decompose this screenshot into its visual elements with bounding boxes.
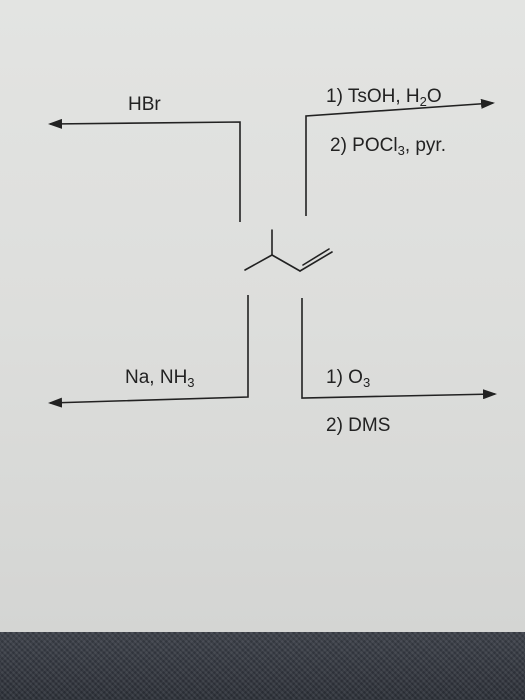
reaction-diagram: [48, 98, 497, 408]
arrow-hbr: [48, 118, 241, 222]
arrow-tsoh-pocl3: [305, 98, 495, 216]
paper-sheet: [0, 0, 525, 632]
reagent-ozone-label: 1) O3: [326, 367, 371, 390]
reagent-pocl3-label: 2) POCl3, pyr.: [330, 135, 446, 158]
reagent-dms-label: 2) DMS: [326, 415, 391, 436]
reagent-hbr-label: HBr: [128, 94, 161, 115]
arrow-ozonolysis: [301, 298, 497, 400]
reagent-na-nh3-label: Na, NH3: [125, 367, 195, 390]
alkene-molecule-icon: [244, 229, 333, 272]
arrow-na-nh3: [48, 295, 249, 408]
reagent-tsoh-label: 1) TsOH, H2O: [326, 86, 442, 109]
fabric-background: [0, 632, 525, 700]
